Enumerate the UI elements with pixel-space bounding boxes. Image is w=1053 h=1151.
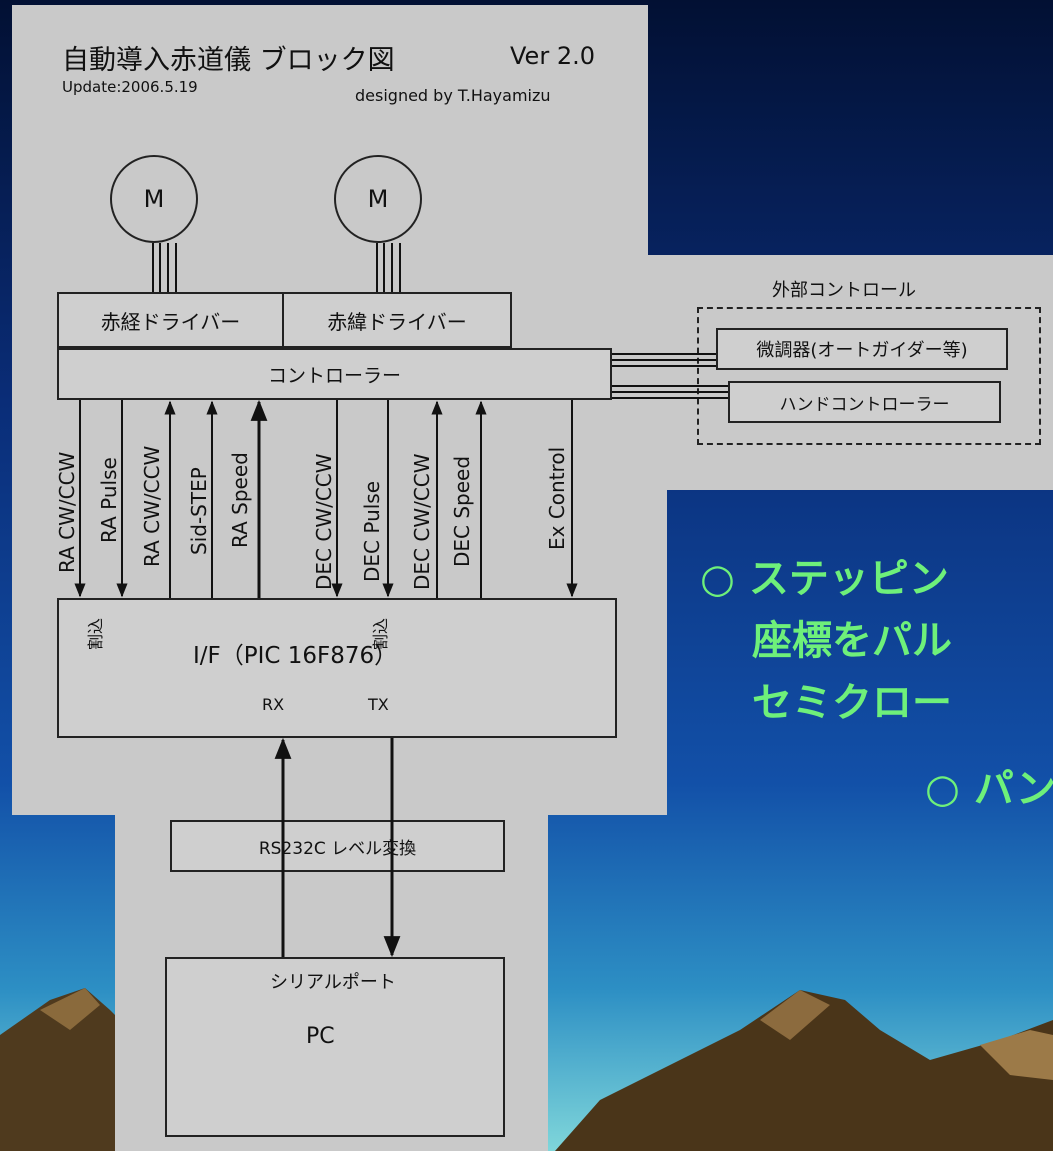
motor-dec-label: M bbox=[367, 185, 389, 213]
diagram-panel-right bbox=[648, 255, 1053, 490]
driver-ra-label: 赤経ドライバー bbox=[100, 309, 241, 334]
slide-bullet-1-line-2: 座標をパル bbox=[752, 618, 952, 664]
pc-label: PC bbox=[306, 1024, 335, 1049]
interface-tx: TX bbox=[368, 695, 389, 714]
interface-rx: RX bbox=[262, 695, 285, 714]
interface-label: I/F（PIC 16F876） bbox=[193, 643, 398, 669]
diagram-update: Update:2006.5.19 bbox=[62, 78, 198, 96]
slide-bullet-1-line-3: セミクロー bbox=[752, 680, 952, 726]
controller-label: コントローラー bbox=[267, 364, 401, 387]
slide-bullet-1-line-1: ○ ステッピン bbox=[700, 556, 949, 602]
serial-port-label: シリアルポート bbox=[270, 972, 396, 993]
slide-bullet-2: ○ パン bbox=[925, 766, 1053, 812]
diagram-designer: designed by T.Hayamizu bbox=[355, 86, 551, 105]
pc-box bbox=[165, 957, 505, 1137]
driver-dec-box: 赤緯ドライバー bbox=[282, 292, 512, 348]
controller-box: コントローラー bbox=[57, 348, 612, 400]
fine-adjuster-box: 微調器(オートガイダー等) bbox=[716, 328, 1008, 370]
driver-dec-label: 赤緯ドライバー bbox=[327, 309, 467, 334]
motor-ra-label: M bbox=[143, 185, 165, 213]
fine-adjuster-label: 微調器(オートガイダー等) bbox=[756, 340, 968, 361]
level-converter-box: RS232C レベル変換 bbox=[170, 820, 505, 872]
driver-ra-box: 赤経ドライバー bbox=[57, 292, 284, 348]
external-control-group bbox=[697, 307, 1041, 445]
motor-dec: M bbox=[334, 155, 422, 243]
diagram-version: Ver 2.0 bbox=[510, 42, 595, 70]
level-converter-label: RS232C レベル変換 bbox=[258, 838, 417, 859]
interface-box bbox=[57, 598, 617, 738]
hand-controller-box: ハンドコントローラー bbox=[728, 381, 1001, 423]
external-control-title: 外部コントロール bbox=[772, 280, 916, 301]
motor-ra: M bbox=[110, 155, 198, 243]
hand-controller-label: ハンドコントローラー bbox=[779, 394, 950, 415]
diagram-title: 自動導入赤道儀 ブロック図 bbox=[62, 45, 395, 76]
